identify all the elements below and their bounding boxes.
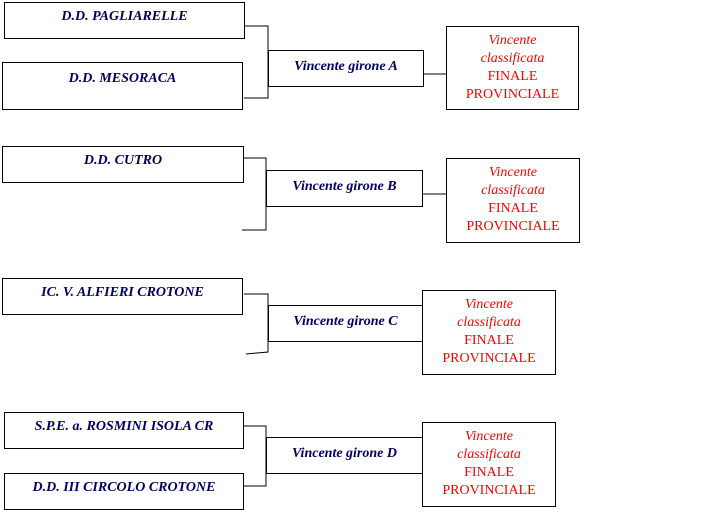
winner-box-girone-c: Vincente girone C xyxy=(268,305,423,342)
team-box-mesoraca: D.D. MESORACA xyxy=(2,62,243,110)
winner-box-girone-a: Vincente girone A xyxy=(268,50,424,87)
winner-label: Vincente girone A xyxy=(294,59,398,74)
final-line1: Vincente xyxy=(488,33,537,48)
team-box-cutro: D.D. CUTRO xyxy=(2,146,244,183)
winner-label: Vincente girone D xyxy=(291,446,397,461)
final-line4: PROVINCIALE xyxy=(442,351,536,366)
final-line2: classificata xyxy=(481,183,545,198)
final-line4: PROVINCIALE xyxy=(466,219,560,234)
final-line1: Vincente xyxy=(489,165,537,180)
winner-box-girone-b: Vincente girone B xyxy=(266,170,423,207)
final-line3: FINALE xyxy=(487,69,538,84)
final-line1: Vincente xyxy=(465,429,513,444)
team-label: D.D. MESORACA xyxy=(68,71,177,86)
final-line2: classificata xyxy=(480,51,545,66)
team-label: S.P.E. a. ROSMINI ISOLA CR xyxy=(34,419,214,434)
winner-label: Vincente girone C xyxy=(293,314,398,329)
team-label: D.D. CUTRO xyxy=(83,153,163,168)
final-box-b: Vincente classificata FINALE PROVINCIALE xyxy=(446,158,580,243)
final-line4: PROVINCIALE xyxy=(465,87,560,102)
team-label: D.D. PAGLIARELLE xyxy=(61,9,188,24)
final-box-d: Vincente classificata FINALE PROVINCIALE xyxy=(422,422,556,507)
final-line3: FINALE xyxy=(464,333,514,348)
team-box-pagliarelle: D.D. PAGLIARELLE xyxy=(4,2,245,39)
final-line1: Vincente xyxy=(465,297,513,312)
final-line4: PROVINCIALE xyxy=(442,483,536,498)
team-box-alfieri: IC. V. ALFIERI CROTONE xyxy=(2,278,243,315)
final-line3: FINALE xyxy=(464,465,514,480)
final-line2: classificata xyxy=(457,447,521,462)
winner-label: Vincente girone B xyxy=(292,179,397,194)
team-box-rosmini: S.P.E. a. ROSMINI ISOLA CR xyxy=(4,412,244,449)
team-label: D.D. III CIRCOLO CROTONE xyxy=(32,480,216,495)
winner-box-girone-d: Vincente girone D xyxy=(266,437,423,474)
team-box-iii-circolo: D.D. III CIRCOLO CROTONE xyxy=(4,473,244,510)
final-line2: classificata xyxy=(457,315,521,330)
final-box-a: Vincente classificata FINALE PROVINCIALE xyxy=(446,26,579,110)
final-line3: FINALE xyxy=(488,201,538,216)
final-box-c: Vincente classificata FINALE PROVINCIALE xyxy=(422,290,556,375)
team-label: IC. V. ALFIERI CROTONE xyxy=(41,285,204,300)
